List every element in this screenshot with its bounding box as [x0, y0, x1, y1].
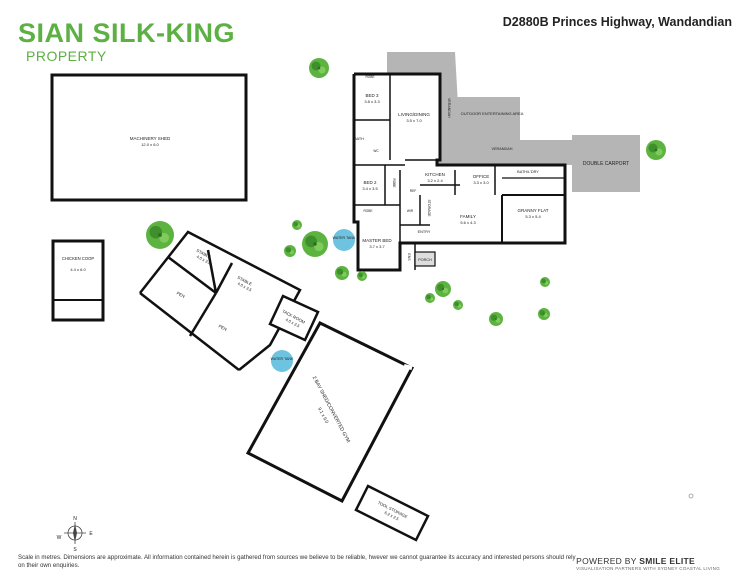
master-dim: 3.7 x 3.7 [369, 244, 385, 249]
brand-subtitle: PROPERTY [26, 48, 107, 64]
house [352, 72, 567, 272]
office-label: OFFICE [473, 174, 490, 179]
compass-s: S [73, 547, 77, 553]
compass-e: E [89, 531, 93, 537]
powered-by: POWERED BY SMILE ELITE VISUALISATION PAR… [576, 556, 720, 571]
water-tank-2-label: WATER TANK [271, 357, 294, 361]
disclaimer: Scale in metres. Dimensions are approxim… [18, 554, 576, 569]
bed3-dim: 3.8 x 3.3 [364, 99, 380, 104]
brand-logo: SIAN SILK-KING PROPERTY [18, 18, 235, 64]
stables-pens [139, 230, 302, 371]
verandah-1-label: VERANDAH [447, 98, 451, 118]
ref-label: REF [410, 189, 417, 193]
water-tank-1: WATER TANK [333, 229, 356, 251]
tree [302, 231, 328, 257]
machinery-shed-label: MACHINERY SHED [130, 136, 171, 141]
verandah-2-label: VERANDAH [491, 147, 512, 151]
powered-prefix: POWERED BY [576, 556, 637, 566]
carport-label: DOUBLE CARPORT [583, 161, 629, 167]
storage-label: STORAGE [427, 199, 431, 217]
pen-2-label: PEN [218, 323, 228, 331]
chicken-coop-dim: 4.4 x 6.0 [70, 267, 86, 272]
water-tank-1-label: WATER TANK [333, 236, 356, 240]
kitchen-dim: 3.2 x 2.4 [427, 178, 443, 183]
tree [425, 293, 435, 303]
compass-n: N [73, 516, 77, 522]
tool-storage-dim: 6.2 x 2.5 [384, 510, 401, 522]
powered-tagline: VISUALISATION PARTNERS WITH SYDNEY COAST… [576, 566, 720, 571]
granny-label: GRANNY FLAT [517, 208, 548, 213]
machinery-shed: MACHINERY SHED 12.0 x 6.0 [50, 73, 248, 202]
tree [284, 245, 296, 257]
wc-label: WC [373, 149, 379, 153]
tack-room-dim: 4.0 x 2.5 [285, 317, 302, 329]
tree [646, 140, 666, 160]
tree [453, 300, 463, 310]
living-dim: 3.5 x 7.0 [406, 118, 422, 123]
stable-2-label: STABLE [237, 275, 253, 287]
kitchen-label: KITCHEN [425, 172, 445, 177]
family-dim: 5.6 x 4.3 [460, 220, 476, 225]
gym-shed: 2 BAY SHED/CONVERTED GYM 9.1 x 9.0 [245, 321, 415, 504]
compass-w: W [57, 535, 62, 541]
entry-label: ENTRY [418, 230, 431, 234]
water-tank-2: WATER TANK [271, 350, 294, 372]
chicken-coop: CHICKEN COOP 4.4 x 6.0 [51, 239, 105, 322]
bath-label: BATH [354, 137, 364, 141]
bed2-dim: 3.4 x 3.5 [362, 186, 378, 191]
tree [292, 220, 302, 230]
property-address: D2880B Princes Highway, Wandandian [502, 15, 732, 29]
stable-1-dim: 4.0 x 3.5 [196, 254, 213, 266]
brand-name: SIAN SILK-KING [18, 18, 236, 48]
tree [309, 58, 329, 78]
wir-label: WIR [407, 209, 414, 213]
bath-ldry-label: BATH/L'DRY [517, 170, 539, 174]
granny-dim: 5.3 x 5.4 [525, 214, 541, 219]
tack-room: TACK ROOM 4.0 x 2.5 [268, 294, 320, 342]
outdoor-label: OUTDOOR ENTERTAINING AREA [461, 111, 524, 116]
tree [540, 277, 550, 287]
machinery-shed-dim: 12.0 x 6.0 [141, 142, 159, 147]
tree [538, 308, 550, 320]
tree [489, 312, 503, 326]
bed2-label: BED 2 [363, 180, 377, 185]
tree [435, 281, 451, 297]
stable-2-dim: 4.0 x 3.5 [237, 281, 254, 293]
pen-1-label: PEN [176, 290, 186, 298]
office-dim: 3.3 x 3.0 [473, 180, 489, 185]
robe-3-label: ROBE [363, 209, 372, 213]
robe-1-label: ROBE [365, 75, 374, 79]
chicken-coop-label: CHICKEN COOP [62, 256, 95, 261]
ens-label: ENS [407, 253, 411, 261]
family-label: FAMILY [460, 214, 476, 219]
tree [357, 271, 367, 281]
tree [146, 221, 174, 249]
porch-label: PORCH [418, 258, 432, 262]
covered-areas [387, 52, 640, 192]
robe-2-label: ROBE [392, 178, 396, 187]
bed3-label: BED 3 [365, 93, 379, 98]
master-label: MASTER BED [362, 238, 392, 243]
marker-dot [688, 493, 694, 499]
compass: N S E W [57, 516, 94, 553]
tool-storage: TOOL STORAGE 6.2 x 2.5 [354, 484, 430, 542]
tree [335, 266, 349, 280]
powered-brand: SMILE ELITE [639, 556, 695, 566]
living-label: LIVING/DINING [398, 112, 430, 117]
stable-1-label: STABLE [196, 248, 212, 260]
